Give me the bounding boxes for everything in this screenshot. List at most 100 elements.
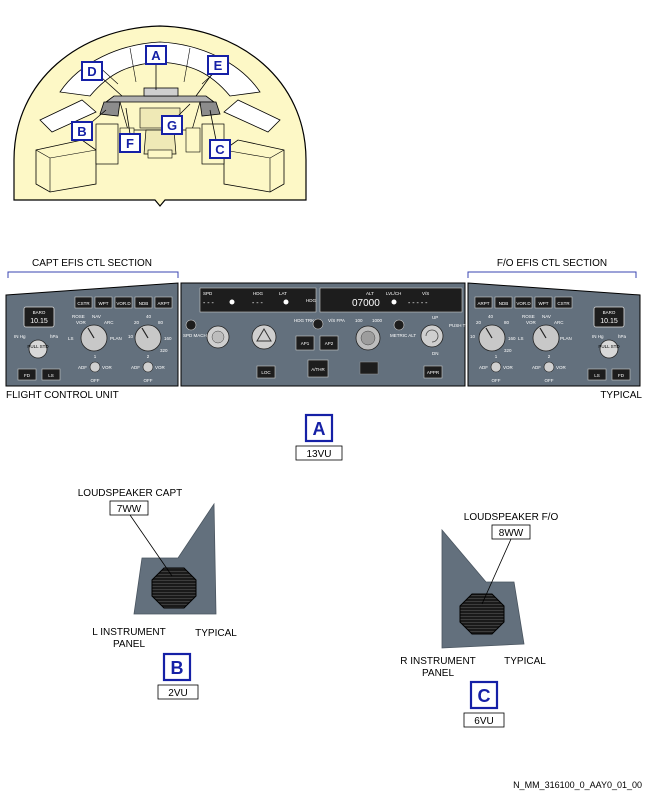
svg-text:160: 160 xyxy=(164,336,172,341)
svg-text:- - - - -: - - - - - xyxy=(408,300,428,307)
svg-text:HDG TRK: HDG TRK xyxy=(294,318,314,323)
svg-text:ARPT: ARPT xyxy=(477,301,489,306)
svg-text:IN Hg: IN Hg xyxy=(592,334,604,339)
svg-text:LS: LS xyxy=(68,336,74,341)
svg-text:40: 40 xyxy=(488,314,494,319)
callout-d: D xyxy=(82,62,102,80)
svg-text:IN Hg: IN Hg xyxy=(14,334,26,339)
fo-adf-vor2-selector[interactable] xyxy=(544,362,554,372)
svg-text:ALT: ALT xyxy=(366,291,374,296)
callout-b: B xyxy=(72,122,92,140)
svg-text:VOR: VOR xyxy=(556,365,567,370)
svg-text:PULL STD: PULL STD xyxy=(598,344,620,349)
capt-baro-knob[interactable] xyxy=(29,340,47,358)
svg-text:TYPICAL: TYPICAL xyxy=(504,656,546,667)
callout-e: E xyxy=(208,56,228,74)
fcu-unit-label: FLIGHT CONTROL UNIT xyxy=(6,390,119,401)
svg-text:BARO: BARO xyxy=(603,310,616,315)
capt-adf-vor2-selector[interactable] xyxy=(143,362,153,372)
svg-text:ADF: ADF xyxy=(78,365,87,370)
svg-text:ARC: ARC xyxy=(554,320,564,325)
fcu-section: CAPT EFIS CTL SECTION F/O EFIS CTL SECTI… xyxy=(6,258,642,401)
svg-text:R INSTRUMENT: R INSTRUMENT xyxy=(400,656,476,667)
svg-text:160: 160 xyxy=(508,336,516,341)
svg-text:100: 100 xyxy=(355,318,363,323)
svg-text:ROSE: ROSE xyxy=(522,314,535,319)
svg-text:hPa: hPa xyxy=(50,334,59,339)
svg-text:FD: FD xyxy=(618,373,625,378)
svg-text:10.15: 10.15 xyxy=(30,318,48,325)
svg-text:8WW: 8WW xyxy=(499,528,524,539)
svg-text:DN: DN xyxy=(432,351,439,356)
svg-text:7WW: 7WW xyxy=(117,504,142,515)
callout-a: A xyxy=(146,46,166,64)
svg-text:80: 80 xyxy=(158,320,164,325)
vs-knob[interactable] xyxy=(421,325,443,347)
svg-text:OFF: OFF xyxy=(91,378,100,383)
svg-text:VOR: VOR xyxy=(155,365,166,370)
exped-button[interactable] xyxy=(360,362,378,374)
svg-text:- - -: - - - xyxy=(252,300,264,307)
loudspeaker-fo-label: LOUDSPEAKER F/O xyxy=(464,512,559,523)
svg-text:ARC: ARC xyxy=(104,320,114,325)
svg-text:UP: UP xyxy=(432,315,438,320)
svg-text:20: 20 xyxy=(134,320,140,325)
svg-text:HDG: HDG xyxy=(306,298,316,303)
fcu-typical-label: TYPICAL xyxy=(600,390,642,401)
fcu-main-panel: SPD HDG LAT - - - - - - HDG V/S ALT LVL/… xyxy=(181,283,494,386)
capt-efis-section-label: CAPT EFIS CTL SECTION xyxy=(32,258,152,269)
capt-nav-buttons: CSTR WPT VOR.D NDB ARPT xyxy=(75,297,172,308)
fo-efis-panel: ARPT NDB VOR.D WPT CSTR 40 20 10 80 160 … xyxy=(468,283,640,386)
svg-text:VOR.D: VOR.D xyxy=(116,301,131,306)
fo-adf-vor1-selector[interactable] xyxy=(491,362,501,372)
svg-text:PANEL: PANEL xyxy=(113,639,145,650)
svg-text:OFF: OFF xyxy=(144,378,153,383)
svg-text:2VU: 2VU xyxy=(168,688,187,699)
svg-text:L INSTRUMENT: L INSTRUMENT xyxy=(92,627,166,638)
svg-text:WPT: WPT xyxy=(539,301,549,306)
svg-text:PANEL: PANEL xyxy=(422,668,454,679)
svg-text:CSTR: CSTR xyxy=(557,301,570,306)
svg-text:NAV: NAV xyxy=(542,314,551,319)
svg-text:PLAN: PLAN xyxy=(560,336,572,341)
svg-text:320: 320 xyxy=(160,348,168,353)
svg-text:PULL STD: PULL STD xyxy=(27,344,49,349)
svg-text:V/S: V/S xyxy=(422,291,429,296)
svg-text:E: E xyxy=(214,58,223,73)
callout-c: C xyxy=(210,140,230,158)
figure-reference: N_MM_316100_0_AAY0_01_00 xyxy=(513,780,642,790)
loudspeaker-fo-grille xyxy=(460,594,504,634)
loudspeaker-fo-view: LOUDSPEAKER F/O 8WW R INSTRUMENT PANEL T… xyxy=(400,512,558,727)
loudspeaker-capt-grille xyxy=(152,568,196,608)
loudspeaker-capt-label: LOUDSPEAKER CAPT xyxy=(78,488,182,499)
svg-text:NDB: NDB xyxy=(499,301,509,306)
svg-text:SPD: SPD xyxy=(203,291,213,296)
fo-efis-section-label: F/O EFIS CTL SECTION xyxy=(497,258,607,269)
svg-text:- - -: - - - xyxy=(203,300,215,307)
svg-text:80: 80 xyxy=(504,320,510,325)
svg-text:LS: LS xyxy=(518,336,524,341)
callout-g: G xyxy=(162,116,182,134)
svg-text:07000: 07000 xyxy=(352,298,380,309)
svg-text:G: G xyxy=(167,118,177,133)
svg-text:1000: 1000 xyxy=(372,318,383,323)
metric-alt-button[interactable] xyxy=(394,320,404,330)
capt-adf-vor1-selector[interactable] xyxy=(90,362,100,372)
svg-text:10: 10 xyxy=(128,334,134,339)
svg-text:D: D xyxy=(87,64,96,79)
svg-text:20: 20 xyxy=(476,320,482,325)
spd-mach-button[interactable] xyxy=(186,320,196,330)
svg-text:ADF: ADF xyxy=(479,365,488,370)
svg-text:A: A xyxy=(313,419,326,439)
hdg-trk-button[interactable] xyxy=(313,319,323,329)
svg-text:A: A xyxy=(151,48,161,63)
svg-text:LS: LS xyxy=(594,373,600,378)
svg-text:LS: LS xyxy=(48,373,54,378)
svg-text:APPR: APPR xyxy=(427,370,440,375)
svg-text:C: C xyxy=(478,686,491,706)
capt-efis-panel: BARO 10.15 IN Hg hPa PULL STD FD LS CSTR… xyxy=(6,283,178,386)
fo-baro-knob[interactable] xyxy=(600,340,618,358)
svg-text:VOR: VOR xyxy=(102,365,113,370)
svg-text:NDB: NDB xyxy=(139,301,149,306)
